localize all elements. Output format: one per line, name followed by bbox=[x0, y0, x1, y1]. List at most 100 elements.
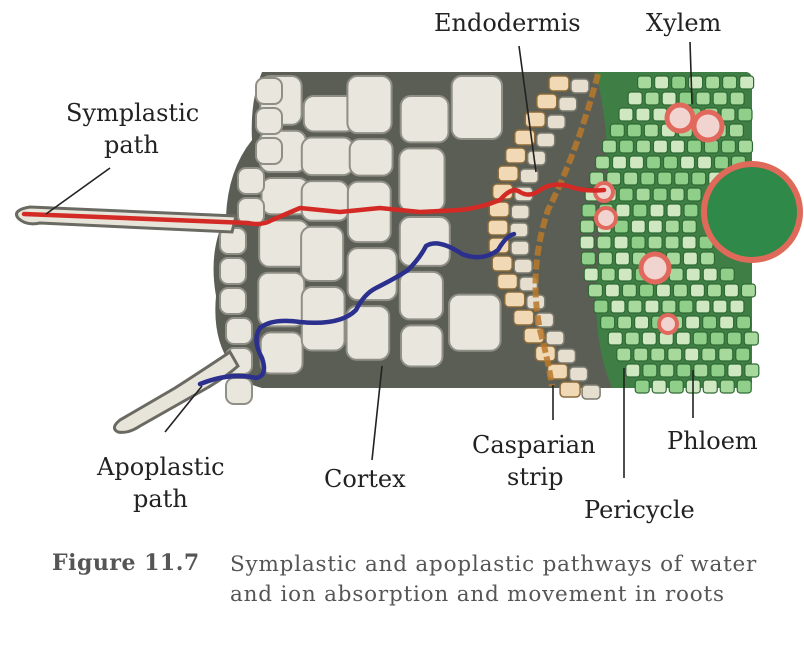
stele-cell bbox=[657, 171, 673, 186]
cortex-cell bbox=[348, 138, 394, 177]
stele-cell bbox=[593, 299, 609, 314]
endodermis-cell bbox=[510, 240, 530, 256]
endodermis-cell bbox=[545, 330, 565, 346]
endodermis-cell bbox=[536, 93, 558, 110]
stele-cell bbox=[606, 171, 622, 186]
stele-cell bbox=[617, 315, 633, 330]
stele-cell bbox=[604, 283, 621, 298]
cortex-cell bbox=[257, 271, 306, 328]
epidermis-cell bbox=[225, 377, 253, 405]
symplastic-path-label-line2: path bbox=[104, 131, 159, 159]
endodermis-cell bbox=[491, 255, 513, 272]
endodermis-cell bbox=[519, 168, 539, 184]
xylem-label: Xylem bbox=[646, 9, 722, 37]
stele-cell bbox=[579, 219, 595, 234]
apoplastic-path-label-line2: path bbox=[133, 485, 188, 513]
stele-cell bbox=[594, 155, 611, 170]
stele-cell bbox=[695, 299, 711, 314]
cortex-cell bbox=[300, 136, 355, 177]
stele-cell bbox=[668, 379, 684, 394]
stele-cell bbox=[597, 251, 614, 266]
stele-cell bbox=[635, 139, 652, 154]
stele-cell bbox=[610, 299, 626, 314]
endodermis-cells bbox=[487, 75, 601, 400]
cortex-cell bbox=[345, 305, 391, 361]
stele-cell bbox=[718, 347, 734, 362]
xylem-vessel bbox=[638, 251, 672, 285]
endodermis-cell bbox=[526, 150, 547, 166]
apoplastic-path-label-line1: Apoplastic bbox=[97, 453, 225, 481]
cortex-cell bbox=[448, 293, 502, 352]
stele-cell bbox=[579, 235, 595, 250]
endodermis-cell bbox=[570, 78, 590, 94]
epidermis-cell bbox=[255, 77, 283, 105]
cortex-cell bbox=[398, 147, 446, 213]
stele-cell bbox=[625, 363, 641, 378]
stele-cell bbox=[674, 171, 690, 186]
stele-cell bbox=[710, 363, 726, 378]
stele-cell bbox=[632, 203, 648, 218]
stele-cell bbox=[659, 363, 675, 378]
stele-cell bbox=[737, 107, 753, 122]
stele-cell bbox=[618, 139, 635, 154]
endodermis-cell bbox=[496, 273, 519, 290]
stele-cell bbox=[667, 347, 683, 362]
epidermis-cell bbox=[255, 137, 283, 165]
cortex-cells bbox=[219, 75, 504, 405]
stele-cell bbox=[691, 171, 707, 186]
stele-cell bbox=[633, 347, 649, 362]
stele-cell bbox=[647, 219, 663, 234]
apoplastic-path-line bbox=[197, 231, 517, 387]
cortex-label: Cortex bbox=[324, 465, 406, 493]
central-xylem-vessel bbox=[701, 161, 803, 263]
stele-cell bbox=[661, 91, 677, 106]
stele-cell bbox=[720, 107, 736, 122]
stele-cell bbox=[744, 363, 760, 378]
root-hair-lower bbox=[113, 349, 240, 434]
epidermis-cell bbox=[225, 317, 253, 345]
stele-cell bbox=[600, 315, 616, 330]
stele-cell bbox=[743, 331, 759, 346]
xylem-vessel bbox=[691, 109, 725, 143]
leader-cortex bbox=[371, 365, 383, 461]
stele-cell bbox=[643, 123, 659, 138]
stele-cell bbox=[661, 299, 677, 314]
stele-cell bbox=[649, 203, 665, 218]
stele-cell bbox=[623, 171, 639, 186]
endodermis-cell bbox=[559, 381, 581, 398]
stele-cell bbox=[634, 315, 650, 330]
pericycle-label: Pericycle bbox=[584, 496, 695, 524]
stele-cell bbox=[719, 379, 735, 394]
stele-cell bbox=[626, 123, 642, 138]
stele-cell bbox=[634, 379, 650, 394]
stele-cell bbox=[669, 187, 685, 202]
stele-cell bbox=[655, 283, 672, 298]
endodermis-cell bbox=[512, 309, 535, 326]
casparian-strip-label-line2: strip bbox=[507, 463, 564, 491]
stele-cell bbox=[611, 155, 628, 170]
endodermis-cell bbox=[497, 165, 519, 182]
endodermis-cell bbox=[556, 348, 577, 364]
cortex-cell bbox=[399, 324, 444, 368]
stele-cell bbox=[712, 91, 728, 106]
endodermis-cell bbox=[510, 204, 530, 220]
stele-cell bbox=[693, 363, 709, 378]
stele-cell bbox=[685, 315, 701, 330]
epidermis-cell bbox=[219, 287, 247, 315]
stele-cell bbox=[630, 235, 646, 250]
symplastic-path-label-line1: Symplastic bbox=[66, 99, 200, 127]
stele-cell bbox=[719, 267, 735, 282]
leader-symplastic bbox=[45, 167, 111, 215]
stele-cell bbox=[692, 331, 708, 346]
cortex-cell bbox=[300, 180, 350, 222]
stele-cell bbox=[616, 347, 632, 362]
stele-cell bbox=[664, 219, 680, 234]
endodermis-cell bbox=[513, 258, 533, 274]
stele-cell bbox=[686, 187, 702, 202]
stele-cell bbox=[702, 379, 718, 394]
endodermis-label: Endodermis bbox=[434, 9, 581, 37]
stele-cell bbox=[737, 139, 754, 154]
xylem-vessels bbox=[593, 102, 725, 335]
endodermis-cell bbox=[581, 384, 601, 400]
stele-cell bbox=[740, 283, 757, 298]
